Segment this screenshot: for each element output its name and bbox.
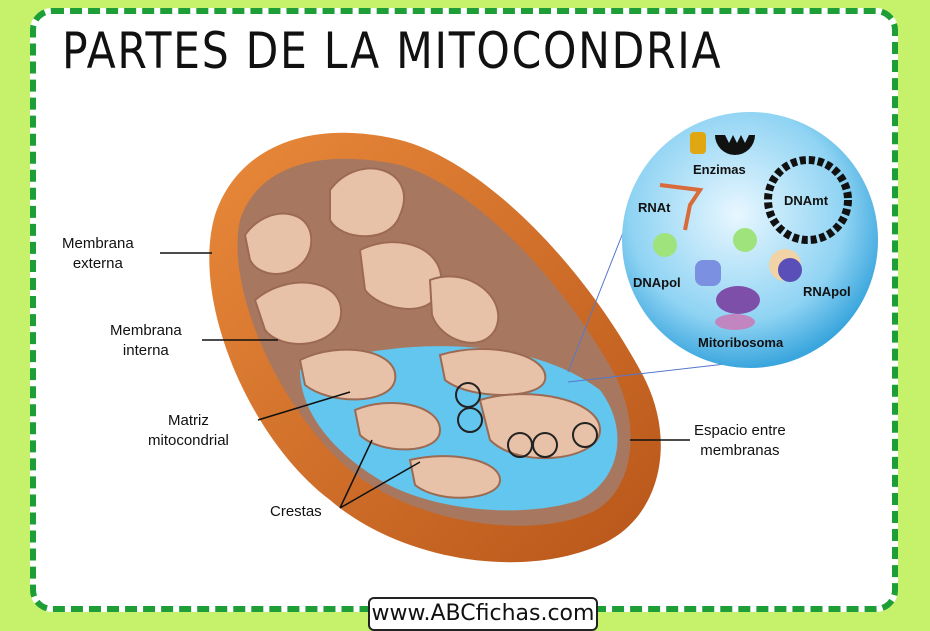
dnapol-icon — [653, 228, 757, 286]
rnapol-icon — [769, 249, 802, 282]
dnamt-icon — [764, 156, 852, 244]
inset-label-rnapol: RNApol — [803, 284, 851, 299]
inset-label-dnamt: DNAmt — [784, 193, 829, 208]
dna-rings — [455, 382, 598, 458]
label-crestas: Crestas — [270, 503, 322, 520]
footer-url: www.ABCfichas.com — [368, 597, 598, 631]
inset-label-mitoribosoma: Mitoribosoma — [698, 335, 784, 350]
leader-lines — [160, 252, 690, 509]
rnat-icon — [659, 183, 704, 231]
mitoribosoma-icon — [715, 286, 760, 330]
inset-label-dnapol: DNApol — [633, 275, 681, 290]
enzimas-icon — [690, 132, 755, 155]
inset-label-enzimas: Enzimas — [693, 162, 746, 177]
page-title: PARTES DE LA MITOCONDRIA — [62, 22, 723, 80]
inset-label-rnat: RNAt — [638, 200, 671, 215]
